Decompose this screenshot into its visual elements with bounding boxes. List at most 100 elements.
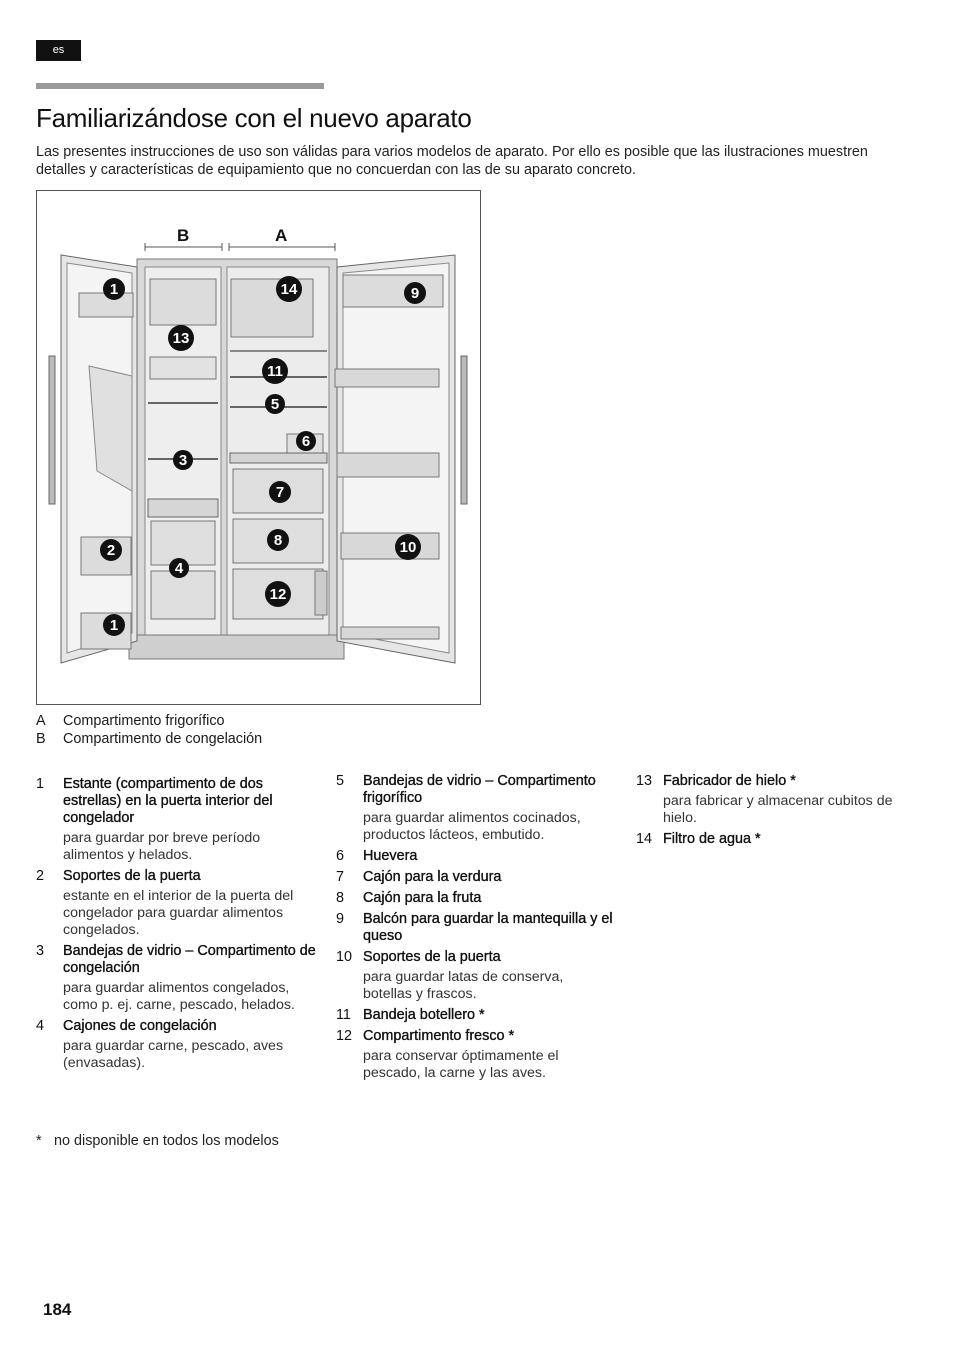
- item-number: 14: [636, 831, 653, 847]
- parts-item: 10 Soportes de la puerta para guardar lat…: [336, 949, 616, 1003]
- callout-8: 8: [267, 529, 289, 551]
- item-number: 10: [336, 949, 353, 965]
- section-letter-a: A: [275, 226, 287, 245]
- item-title: Balcón para guardar la mantequilla y el …: [363, 911, 613, 944]
- legend-row-b: B Compartimento de congelación: [36, 730, 262, 748]
- fridge-drawing: B A: [48, 226, 468, 664]
- item-number: 9: [336, 911, 345, 927]
- legend-key: A: [36, 713, 46, 729]
- item-description: para conservar óptimamente el pescado, l…: [363, 1048, 559, 1081]
- parts-item: 4 Cajones de congelación para guardar car…: [36, 1018, 316, 1072]
- svg-text:12: 12: [270, 586, 287, 603]
- svg-text:14: 14: [281, 281, 298, 298]
- item-number: 13: [636, 773, 653, 789]
- svg-text:4: 4: [175, 560, 184, 577]
- callout-7: 7: [269, 481, 291, 503]
- parts-item: 11 Bandeja botellero *: [336, 1007, 616, 1024]
- svg-text:1: 1: [110, 617, 118, 634]
- item-number: 7: [336, 869, 345, 885]
- legend-label: Compartimento frigorífico: [63, 713, 225, 729]
- callout-5: 5: [265, 394, 285, 414]
- header-rule: [36, 83, 324, 89]
- item-title: Compartimento fresco *: [363, 1028, 515, 1044]
- intro-paragraph: Las presentes instrucciones de uso son v…: [36, 144, 868, 178]
- item-title: Soportes de la puerta: [63, 868, 201, 884]
- svg-text:5: 5: [271, 396, 279, 413]
- item-title: Filtro de agua *: [663, 831, 761, 847]
- parts-column-1: 1 Estante (compartimento de dos estrellas…: [36, 776, 316, 1076]
- callout-10: 10: [395, 534, 421, 560]
- callout-1-top: 1: [103, 278, 125, 300]
- parts-column-3: 13 Fabricador de hielo * para fabricar y …: [636, 773, 916, 852]
- footnote-text: no disponible en todos los modelos: [54, 1133, 279, 1149]
- item-description: para guardar carne, pescado, aves (envas…: [63, 1038, 284, 1071]
- parts-item: 2 Soportes de la puerta estante en el int…: [36, 868, 316, 939]
- item-number: 11: [336, 1007, 351, 1023]
- item-title: Soportes de la puerta: [363, 949, 501, 965]
- callout-9: 9: [404, 282, 426, 304]
- parts-item: 13 Fabricador de hielo * para fabricar y …: [636, 773, 916, 827]
- item-title: Huevera: [363, 848, 418, 864]
- footnote-mark: *: [36, 1133, 42, 1149]
- callout-4: 4: [169, 558, 189, 578]
- callout-13: 13: [168, 325, 194, 351]
- legend-label: Compartimento de congelación: [63, 731, 263, 747]
- parts-item: 3 Bandejas de vidrio – Compartimento de c…: [36, 943, 316, 1014]
- parts-item: 7 Cajón para la verdura: [336, 869, 616, 886]
- svg-text:1: 1: [110, 281, 118, 298]
- item-title: Bandeja botellero *: [363, 1007, 485, 1023]
- parts-item: 12 Compartimento fresco * para conservar …: [336, 1028, 616, 1082]
- figure-legend: A Compartimento frigorífico B Compartime…: [36, 712, 262, 748]
- item-title: Bandejas de vidrio – Compartimento de co…: [63, 943, 316, 976]
- item-number: 1: [36, 776, 45, 792]
- item-number: 12: [336, 1028, 353, 1044]
- parts-item: 14 Filtro de agua *: [636, 831, 916, 848]
- item-title: Fabricador de hielo *: [663, 773, 796, 789]
- item-description: para guardar alimentos cocinados, produc…: [363, 810, 581, 843]
- callout-6: 6: [296, 431, 316, 451]
- parts-item: 1 Estante (compartimento de dos estrellas…: [36, 776, 316, 864]
- page-title: Familiarizándose con el nuevo aparato: [36, 103, 472, 133]
- svg-text:6: 6: [302, 433, 310, 450]
- callout-1-bottom: 1: [103, 614, 125, 636]
- item-title: Cajón para la fruta: [363, 890, 482, 906]
- item-number: 6: [336, 848, 345, 864]
- item-number: 8: [336, 890, 345, 906]
- svg-text:10: 10: [400, 539, 417, 556]
- item-number: 5: [336, 773, 345, 789]
- item-title: Cajones de congelación: [63, 1018, 217, 1034]
- svg-text:11: 11: [267, 363, 283, 380]
- item-description: para guardar latas de conserva, botellas…: [363, 969, 564, 1002]
- item-number: 3: [36, 943, 45, 959]
- fridge-illustration: B A: [36, 190, 481, 705]
- callout-12: 12: [265, 581, 291, 607]
- parts-item: 6 Huevera: [336, 848, 616, 865]
- item-title: Bandejas de vidrio – Compartimento frigo…: [363, 773, 596, 806]
- callout-2: 2: [100, 539, 122, 561]
- parts-item: 8 Cajón para la fruta: [336, 890, 616, 907]
- parts-column-2: 5 Bandejas de vidrio – Compartimento frig…: [336, 773, 616, 1086]
- item-description: para guardar por breve período alimentos…: [63, 830, 261, 863]
- item-description: para guardar alimentos congelados, como …: [63, 980, 295, 1013]
- item-title: Estante (compartimento de dos estrellas)…: [63, 776, 273, 826]
- svg-text:8: 8: [274, 532, 282, 549]
- svg-text:3: 3: [179, 452, 187, 469]
- svg-text:2: 2: [107, 542, 115, 559]
- callout-3: 3: [173, 450, 193, 470]
- item-description: para fabricar y almacenar cubitos de hie…: [663, 793, 893, 826]
- callout-11: 11: [262, 358, 288, 384]
- callout-14: 14: [276, 276, 302, 302]
- item-number: 4: [36, 1018, 45, 1034]
- svg-text:9: 9: [411, 285, 419, 302]
- item-number: 2: [36, 868, 45, 884]
- parts-item: 5 Bandejas de vidrio – Compartimento frig…: [336, 773, 616, 844]
- language-badge: es: [36, 40, 81, 61]
- parts-item: 9 Balcón para guardar la mantequilla y el…: [336, 911, 616, 945]
- item-title: Cajón para la verdura: [363, 869, 502, 885]
- item-description: estante en el interior de la puerta del …: [63, 888, 294, 938]
- footnote: * no disponible en todos los modelos: [36, 1133, 279, 1149]
- svg-text:13: 13: [173, 330, 190, 347]
- svg-text:7: 7: [276, 484, 284, 501]
- page-number: 184: [43, 1300, 72, 1319]
- legend-key: B: [36, 731, 46, 747]
